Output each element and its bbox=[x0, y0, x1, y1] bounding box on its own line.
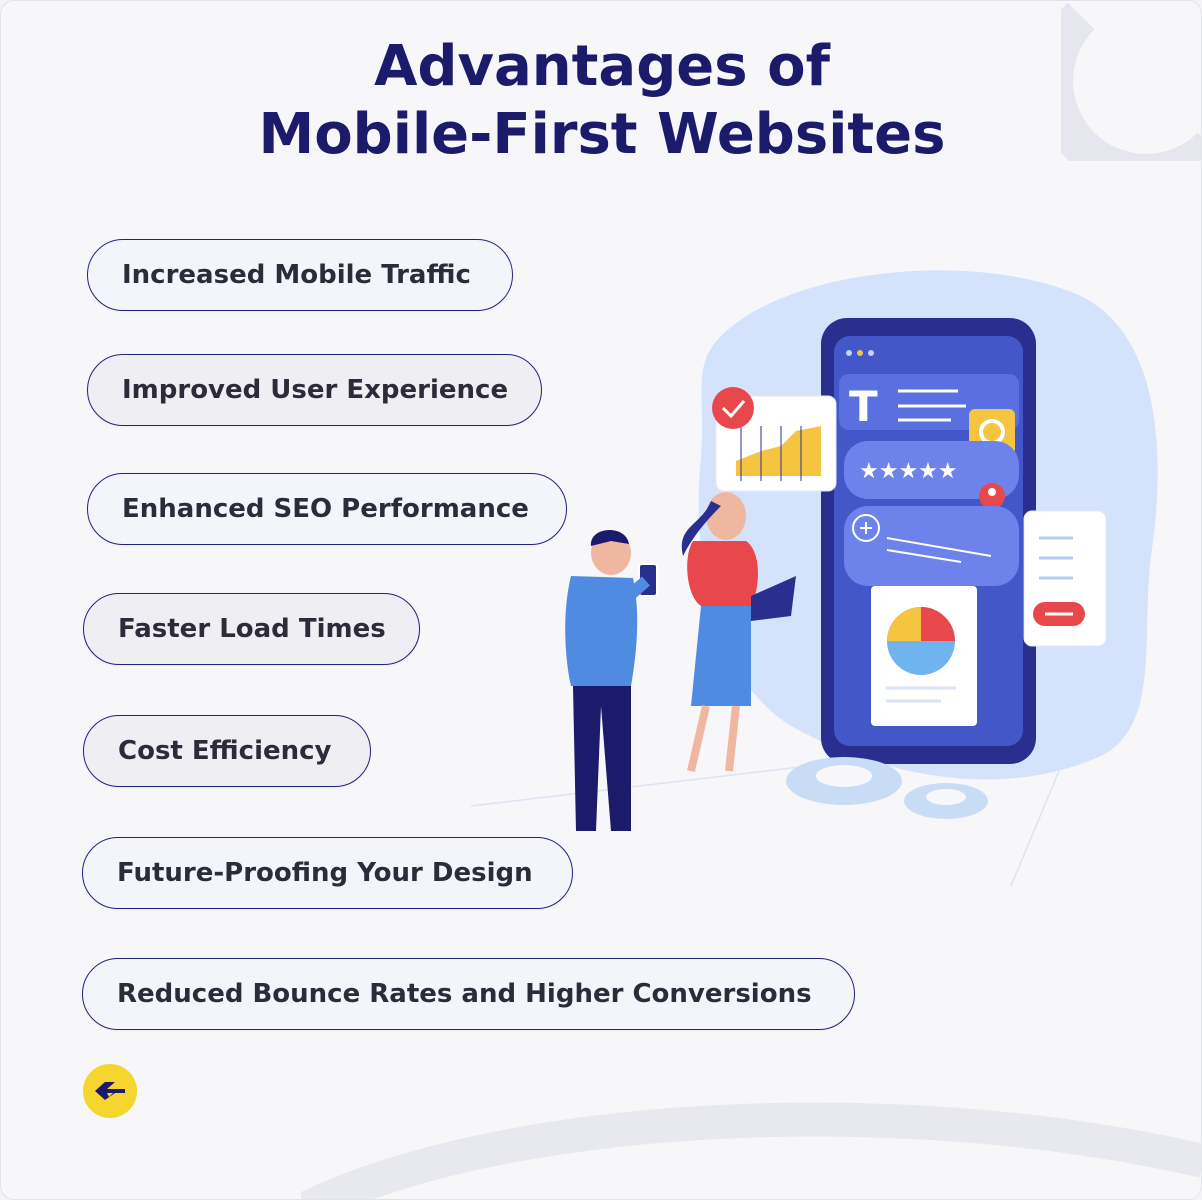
gear-icon bbox=[786, 757, 988, 819]
title-line-1: Advantages of bbox=[374, 34, 830, 99]
svg-text:T: T bbox=[849, 382, 878, 431]
benefit-pill-6: Future-Proofing Your Design bbox=[82, 837, 573, 909]
title-line-2: Mobile-First Websites bbox=[258, 102, 946, 167]
woman-figure-icon bbox=[681, 492, 796, 772]
benefit-pill-1: Increased Mobile Traffic bbox=[87, 239, 513, 311]
benefit-pill-3: Enhanced SEO Performance bbox=[87, 473, 567, 545]
decorative-arc-top-right bbox=[1061, 2, 1201, 161]
page-title: Advantages of Mobile-First Websites bbox=[1, 33, 1201, 169]
benefit-pill-7: Reduced Bounce Rates and Higher Conversi… bbox=[82, 958, 855, 1030]
list-card-icon bbox=[1023, 510, 1107, 647]
mobile-website-illustration: T ★★★★★ bbox=[470, 270, 1158, 887]
brand-logo-icon bbox=[83, 1064, 137, 1118]
decorative-arc-bottom bbox=[301, 1102, 1201, 1199]
chart-card-icon bbox=[712, 387, 837, 492]
benefit-pill-2: Improved User Experience bbox=[87, 354, 542, 426]
benefit-pill-4: Faster Load Times bbox=[83, 593, 420, 665]
brand-logo-mark bbox=[95, 1082, 125, 1100]
benefit-pill-5: Cost Efficiency bbox=[83, 715, 371, 787]
man-figure-icon bbox=[565, 529, 658, 831]
svg-text:★★★★★: ★★★★★ bbox=[859, 459, 958, 484]
phone-icon: T ★★★★★ bbox=[821, 318, 1036, 764]
